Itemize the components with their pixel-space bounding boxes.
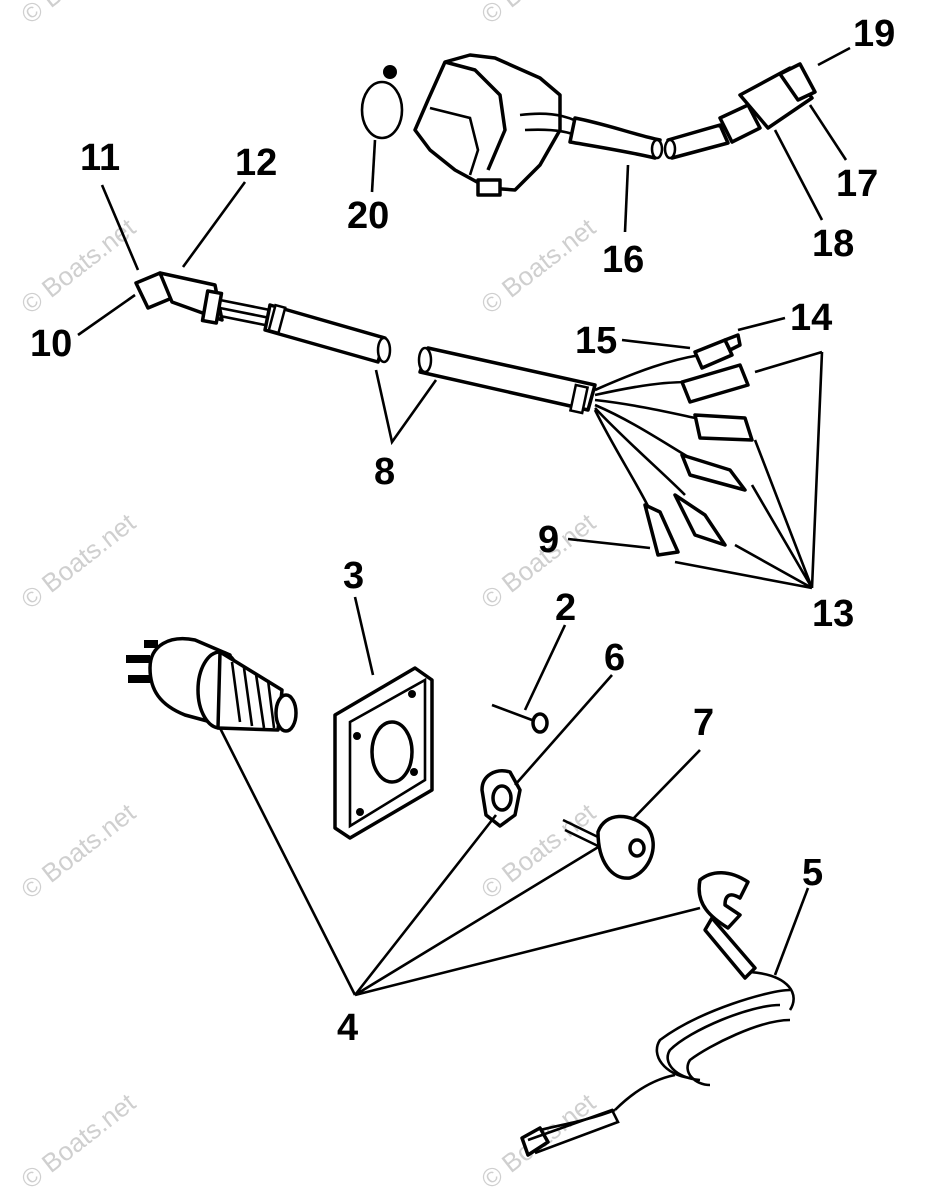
callout-9: 9 <box>538 519 559 561</box>
callout-2: 2 <box>555 587 576 629</box>
leader-8 <box>374 369 438 446</box>
callout-17: 17 <box>836 163 878 205</box>
callout-5: 5 <box>802 852 823 894</box>
callout-20: 20 <box>347 195 389 237</box>
leader-20 <box>370 139 377 193</box>
callout-10: 10 <box>30 323 72 365</box>
callout-8: 8 <box>374 451 395 493</box>
callout-11: 11 <box>80 137 120 179</box>
callout-labels: 19 17 18 20 16 11 12 10 15 14 8 9 13 3 2… <box>30 13 895 1049</box>
leader-lines <box>77 46 851 997</box>
leader-17 <box>808 104 848 161</box>
watermark: © Boats.net <box>475 0 601 30</box>
leader-3 <box>353 596 375 676</box>
part-4-ignition-switch <box>126 637 298 733</box>
callout-13: 13 <box>812 593 854 635</box>
watermark: © Boats.net <box>15 1087 141 1195</box>
watermark: © Boats.net <box>475 212 601 320</box>
callout-6: 6 <box>604 637 625 679</box>
leader-10 <box>77 293 136 337</box>
leader-14 <box>737 316 786 332</box>
leader-7 <box>631 749 701 821</box>
leader-4 <box>218 727 701 997</box>
watermark: © Boats.net <box>15 797 141 905</box>
part-5-lanyard <box>520 871 795 1157</box>
leader-11 <box>100 184 140 271</box>
leader-9 <box>567 537 651 550</box>
leader-12 <box>181 181 247 268</box>
callout-16: 16 <box>602 239 644 281</box>
leader-16 <box>623 164 630 233</box>
part-7-key <box>562 814 655 880</box>
watermark: © Boats.net <box>15 0 141 30</box>
part-16-switch-assembly <box>413 53 817 197</box>
part-8-wiring-harness <box>134 271 754 557</box>
callout-19: 19 <box>853 13 895 55</box>
callout-14: 14 <box>790 297 832 339</box>
leader-2 <box>523 624 567 711</box>
leader-6 <box>514 674 613 786</box>
part-2-screw <box>491 703 549 734</box>
callout-12: 12 <box>235 142 277 184</box>
leader-13 <box>674 350 824 590</box>
part-3-mounting-plate <box>333 666 434 840</box>
leader-5 <box>773 887 810 976</box>
callout-7: 7 <box>693 702 714 744</box>
leader-15 <box>621 338 691 350</box>
callout-15: 15 <box>575 320 617 362</box>
callout-3: 3 <box>343 555 364 597</box>
callout-18: 18 <box>812 223 854 265</box>
callout-4: 4 <box>337 1007 358 1049</box>
part-6-nut <box>480 769 522 828</box>
watermark: © Boats.net <box>15 507 141 615</box>
leader-19 <box>817 46 851 67</box>
leader-18 <box>773 129 824 221</box>
part-20-clip <box>360 65 404 140</box>
